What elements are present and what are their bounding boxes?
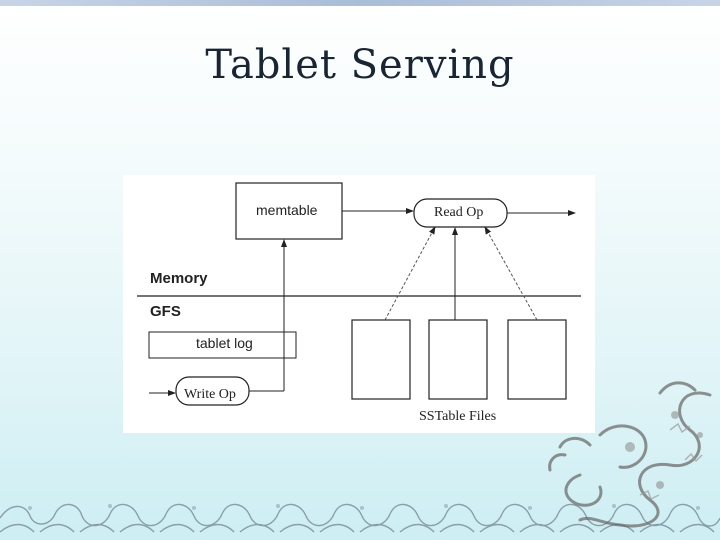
sstable-file-3 — [507, 319, 567, 400]
sstable3-to-readop-arrow — [484, 226, 538, 321]
gfs-label: GFS — [150, 303, 181, 320]
memtable-label: memtable — [256, 202, 318, 218]
read-op-label: Read Op — [434, 205, 484, 220]
sstable-files-label: SSTable Files — [419, 409, 497, 424]
write-op-label: Write Op — [184, 387, 236, 402]
diagram-lines — [137, 182, 581, 406]
sstable-file-1 — [351, 319, 411, 400]
slide-title: Tablet Serving — [205, 42, 515, 88]
tablet-log-box — [148, 331, 297, 359]
dragon-icon — [548, 381, 712, 528]
memtable-box — [235, 182, 343, 240]
tablet-serving-diagram: memtable Read Op Memory GFS tablet log W… — [123, 175, 595, 433]
top-band — [0, 0, 720, 6]
sstable1-to-readop-arrow — [384, 226, 436, 321]
sstable-file-2 — [428, 319, 488, 400]
waves-icon — [0, 503, 720, 533]
memory-label: Memory — [150, 270, 208, 287]
tablet-log-label: tablet log — [196, 335, 253, 351]
